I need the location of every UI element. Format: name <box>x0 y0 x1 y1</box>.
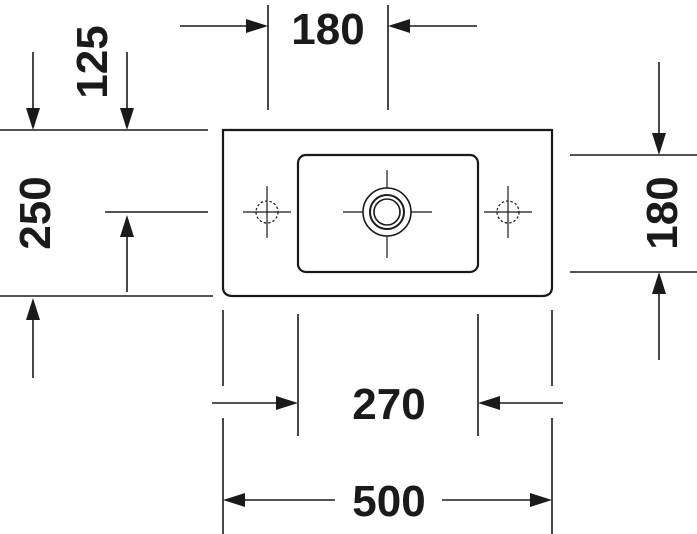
dim-top-180: 180 <box>180 5 477 110</box>
dim-bottom-270: 270 <box>212 314 563 436</box>
dim-left-250: 250 <box>0 176 213 378</box>
dim-label-bottom-270: 270 <box>352 380 425 429</box>
dim-label-left-125: 125 <box>68 25 117 98</box>
dim-right-180: 180 <box>570 62 697 360</box>
dim-label-right-180: 180 <box>638 176 687 249</box>
dim-label-top-180: 180 <box>291 5 364 54</box>
tap-hole-left <box>243 186 291 238</box>
dim-label-left-250: 250 <box>11 176 60 249</box>
dim-left-125: 125 <box>0 25 208 131</box>
dim-label-bottom-500: 500 <box>352 477 425 526</box>
drain-symbol <box>343 170 432 258</box>
dim-bottom-500: 500 <box>222 310 553 534</box>
tap-hole-right <box>484 186 532 238</box>
